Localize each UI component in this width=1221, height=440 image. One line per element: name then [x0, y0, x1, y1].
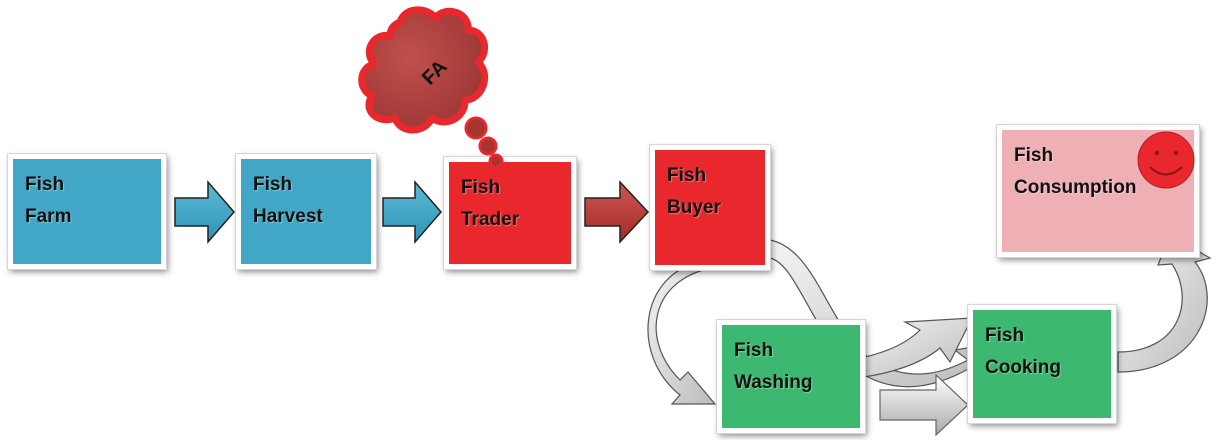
- fish-buyer-label: Fish Buyer: [667, 165, 721, 218]
- fish-harvest-label: Fish Harvest: [253, 174, 323, 227]
- fish-consumption-label: Fish Consumption: [1014, 145, 1137, 198]
- washing-to-cooking-upper-arrow: [849, 317, 974, 379]
- fish-trader-label: Fish Trader: [461, 177, 520, 230]
- smiley-face-icon: [1137, 131, 1195, 189]
- harvest-to-trader-arrow: [382, 179, 442, 245]
- fish-farm-box: Fish Farm: [8, 154, 166, 269]
- farm-to-harvest-arrow: [174, 179, 235, 245]
- washing-to-cooking-arrow: [879, 373, 969, 437]
- fish-cooking-label: Fish Cooking: [985, 325, 1061, 378]
- trader-to-buyer-arrow: [584, 180, 650, 244]
- fish-washing-box: Fish Washing: [717, 320, 865, 433]
- fish-cooking-box: Fish Cooking: [968, 305, 1116, 423]
- fish-farm-label: Fish Farm: [25, 174, 72, 227]
- fa-thought-cloud: FA: [358, 6, 504, 169]
- fish-harvest-box: Fish Harvest: [236, 154, 376, 269]
- fish-washing-label: Fish Washing: [734, 340, 813, 393]
- buyer-to-washing-curved-arrow: [647, 261, 717, 405]
- fish-trader-box: Fish Trader: [444, 157, 576, 269]
- fish-buyer-box: Fish Buyer: [650, 145, 770, 270]
